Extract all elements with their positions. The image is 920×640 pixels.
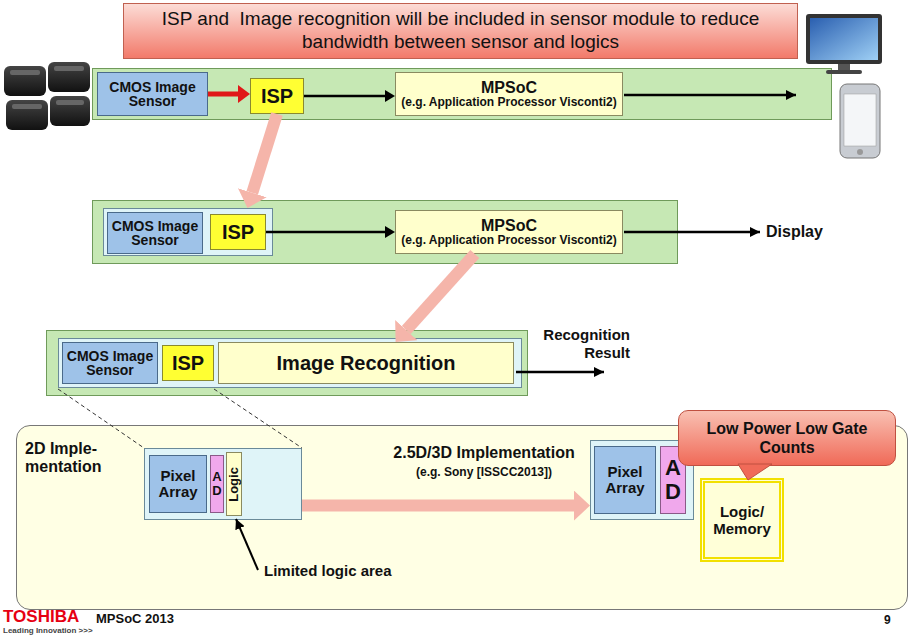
processor-box: MPSoC(e.g. Application Processor Viscont…	[395, 210, 623, 254]
leader-line	[236, 519, 258, 570]
box-label: AD	[211, 470, 224, 499]
box-sublabel: (e.g. Application Processor Visconti2)	[401, 234, 616, 247]
logic-memory-box: Logic/ Memory	[700, 478, 784, 562]
footer-text: MPSoC 2013	[96, 611, 216, 627]
adc-block: AD	[660, 446, 686, 514]
page-number: 9	[884, 613, 914, 627]
box-label: ISP	[261, 85, 293, 108]
company-logo: TOSHIBA	[3, 607, 93, 627]
box-label: Logic/ Memory	[705, 503, 779, 538]
adc-block: AD	[210, 455, 224, 513]
signal-arrow	[266, 231, 385, 234]
logic-block: Logic	[226, 452, 242, 516]
box-label: MPSoC	[481, 217, 537, 235]
output-arrow	[624, 231, 760, 234]
panel-heading: (e.g. Sony [ISSCC2013])	[379, 466, 589, 480]
sensor-box: CMOS Image Sensor	[62, 342, 158, 384]
isp-box: ISP	[162, 345, 214, 381]
note-label: Limited logic area	[264, 562, 434, 580]
phone-icon	[840, 84, 880, 158]
module-band: CMOS Image Sensor ISP MPSoC(e.g. Applicati…	[92, 200, 678, 264]
box-label: Logic	[227, 467, 242, 502]
chip-group: CMOS Image Sensor ISP Image Recognition	[58, 338, 522, 388]
chip-group: CMOS Image Sensor ISP	[103, 208, 273, 256]
zoom-line	[214, 389, 302, 448]
company-tagline: Leading Innovation >>>	[3, 626, 123, 636]
box-label: Pixel Array	[150, 468, 206, 501]
camera-icons	[4, 62, 90, 130]
signal-arrow	[304, 95, 385, 98]
recognition-box: Image Recognition	[218, 342, 514, 384]
module-band: CMOS Image Sensor ISP Image Recognition	[46, 330, 528, 396]
signal-arrow	[208, 92, 238, 97]
box-label: Image Recognition	[277, 352, 456, 374]
monitor-icon	[806, 14, 882, 74]
box-sublabel: (e.g. Application Processor Visconti2)	[401, 96, 616, 109]
box-label: ISP	[172, 352, 204, 375]
box-label: ISP	[222, 221, 254, 244]
transition-arrow	[302, 500, 574, 512]
module-band: CMOS Image Sensor ISP MPSoC(e.g. Applicati…	[92, 68, 832, 120]
callout-tail	[738, 464, 772, 480]
box-label: CMOS Image Sensor	[99, 80, 206, 108]
box-label: CMOS Image Sensor	[64, 349, 156, 377]
zoom-line	[58, 389, 144, 448]
box-label: Pixel Array	[595, 464, 655, 497]
output-arrow	[516, 371, 604, 374]
sensor-box: CMOS Image Sensor	[107, 212, 203, 254]
sensor-box: CMOS Image Sensor	[97, 72, 208, 116]
box-label: CMOS Image Sensor	[109, 219, 201, 247]
chip-group: Pixel ArrayADLogic	[144, 448, 302, 520]
transition-arrow	[406, 254, 474, 330]
isp-box: ISP	[250, 78, 304, 114]
result-label: Recognition Result	[526, 326, 630, 362]
isp-box: ISP	[210, 214, 266, 250]
processor-box: MPSoC(e.g. Application Processor Viscont…	[395, 72, 623, 116]
box-label: AD	[662, 456, 684, 504]
pixel-array: Pixel Array	[149, 455, 207, 513]
callout-box: Low Power Low Gate Counts	[678, 410, 896, 466]
transition-arrow	[252, 114, 277, 193]
panel-heading: 2D Imple- mentation	[25, 440, 109, 477]
title-banner: ISP and Image recognition will be includ…	[123, 3, 798, 59]
title-text: ISP and Image recognition will be includ…	[132, 8, 789, 54]
pixel-array: Pixel Array	[594, 446, 656, 514]
output-label: Display	[766, 222, 846, 241]
box-label: MPSoC	[481, 79, 537, 97]
box-label: Low Power Low Gate Counts	[679, 419, 895, 457]
output-arrow	[624, 94, 796, 97]
panel-heading: 2.5D/3D Implementation	[379, 444, 589, 462]
